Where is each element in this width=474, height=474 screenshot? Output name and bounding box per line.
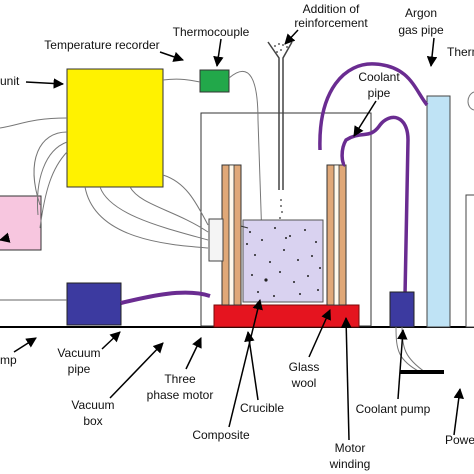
label-addition-2: reinforcement <box>294 16 368 30</box>
argon-gas-pipe <box>426 95 451 328</box>
pointer-arrows <box>0 29 464 441</box>
argon-top-pipe <box>318 62 429 151</box>
vacuum-box <box>66 282 122 326</box>
label-motor-winding-2: winding <box>329 457 371 471</box>
label-coolant-pipe-2: pipe <box>368 86 391 100</box>
recorder-wires-motor <box>84 174 209 249</box>
label-crucible: Crucible <box>240 401 284 415</box>
label-vacuum-pipe-2: pipe <box>68 362 91 376</box>
label-power-cut: Powe <box>445 433 474 447</box>
crucible-wall-left-inner <box>228 164 235 306</box>
thermocouple-wire <box>228 71 263 241</box>
label-coolant-pipe-1: Coolant <box>358 70 400 84</box>
recorder-wires-left <box>0 117 68 229</box>
reinforcement-funnel <box>267 41 293 190</box>
label-unit-cut: unit <box>0 74 20 88</box>
label-composite: Composite <box>192 428 250 442</box>
label-three-phase-1: Three <box>164 372 196 386</box>
label-three-phase-2: phase motor <box>147 388 214 402</box>
label-vacuum-pipe-1: Vacuum <box>57 346 100 360</box>
coolant-pipe-line <box>340 115 410 297</box>
temperature-recorder-box <box>66 68 164 188</box>
label-vacuum-box-2: box <box>83 414 102 428</box>
coolant-pump-box <box>389 291 415 328</box>
label-coolant-pump: Coolant pump <box>356 402 431 416</box>
right-edge-column <box>465 194 474 328</box>
vacuum-pipe-line <box>120 290 211 305</box>
right-thermo-wire <box>467 91 474 111</box>
label-temperature-recorder: Temperature recorder <box>44 38 159 52</box>
recorder-to-thermocouple-wire <box>162 78 201 83</box>
label-motor-winding-1: Motor <box>335 441 366 455</box>
label-glass-wool-2: wool <box>291 376 317 390</box>
label-vacuum-box-1: Vacuum <box>71 398 114 412</box>
composite-melt <box>242 219 324 303</box>
label-pump-cut: mp <box>0 353 17 367</box>
crucible-wall-right-inner <box>333 164 340 306</box>
composite-particles <box>246 227 321 297</box>
label-addition-1: Addition of <box>303 2 360 16</box>
left-unit-box <box>0 195 42 251</box>
crucible-base <box>213 304 360 328</box>
label-thermo-cut: Therm <box>447 45 474 59</box>
label-glass-wool-1: Glass <box>289 360 320 374</box>
reinforcement-particles <box>274 43 288 219</box>
thermocouple-box <box>199 69 230 93</box>
label-argon-2: gas pipe <box>398 23 444 37</box>
three-phase-motor <box>208 218 224 262</box>
label-argon-1: Argon <box>405 6 437 20</box>
label-thermocouple: Thermocouple <box>173 25 250 39</box>
